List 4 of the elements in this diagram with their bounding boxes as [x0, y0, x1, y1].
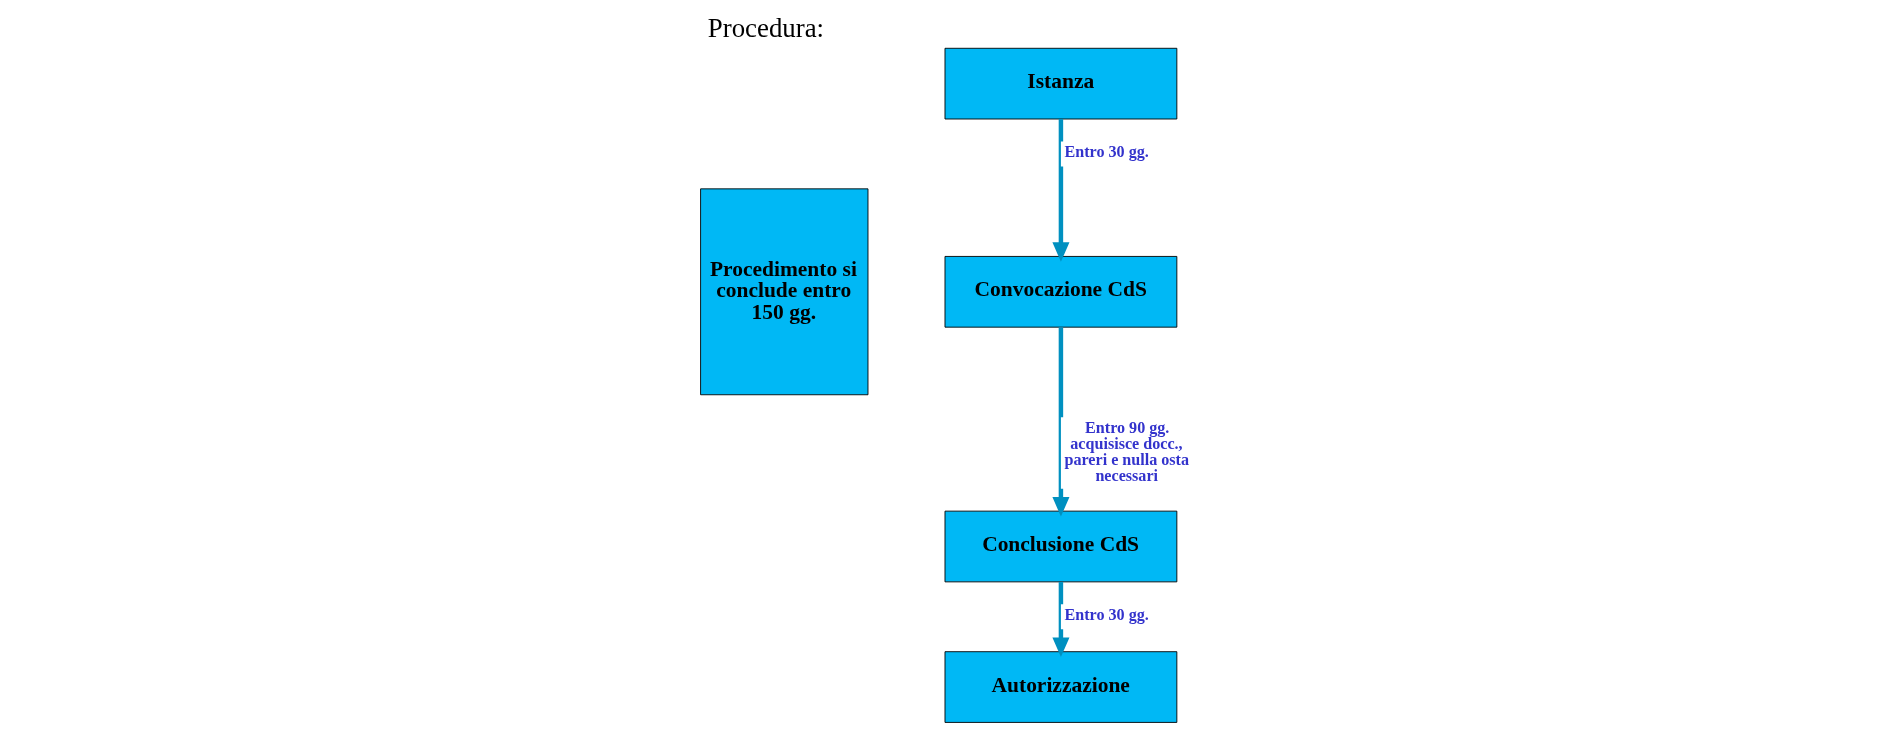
edge-label: Entro 30 gg.: [1064, 605, 1149, 623]
edge-label: Entro 90 gg. acquisisce docc., pareri e nulla osta necessari: [1064, 418, 1190, 485]
edge-label: Entro 30 gg.: [1064, 142, 1149, 160]
diagram-title: Procedura:: [707, 12, 825, 43]
